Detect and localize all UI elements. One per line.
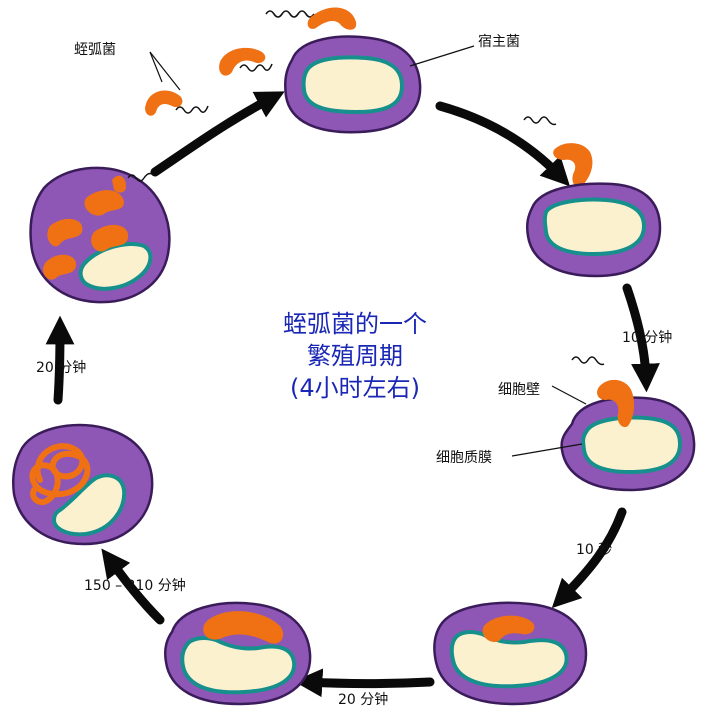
label-cell-wall: 细胞壁 xyxy=(498,382,540,398)
host-cell-top xyxy=(284,35,422,134)
bdellovibrio-cell xyxy=(145,90,183,116)
diagram-title: 蛭弧菌的一个 繁殖周期 (4小时左右) xyxy=(283,310,427,402)
septation-stage xyxy=(12,423,154,546)
time-labels: 10 分钟 10 秒 20 分钟 150 – 210 分钟 20 分钟 xyxy=(36,329,672,708)
flagellum xyxy=(239,63,273,72)
arrow-bottom-left xyxy=(101,548,165,625)
arrow-left xyxy=(45,315,75,405)
arrow-right-lower xyxy=(551,507,627,609)
attachment-stage xyxy=(523,116,662,278)
time-20-min-bottom: 20 分钟 xyxy=(338,691,388,708)
arrow-bottom xyxy=(293,668,435,698)
penetration-stage xyxy=(560,356,696,492)
title-line-2: 繁殖周期 xyxy=(307,342,403,370)
title-line-3: (4小时左右) xyxy=(290,374,420,402)
label-bdellovibrio: 蛭弧菌 xyxy=(74,42,116,58)
stage-free-bdellovibrio-top xyxy=(265,7,357,30)
lysed-host-cell xyxy=(29,166,171,304)
part-labels: 蛭弧菌 宿主菌 细胞壁 细胞质膜 xyxy=(74,33,540,466)
time-10-sec: 10 秒 xyxy=(576,542,612,558)
flagellum xyxy=(571,356,605,366)
arrow-top-right xyxy=(435,101,571,187)
arrow-top-left xyxy=(150,91,285,177)
time-150-210-min: 150 – 210 分钟 xyxy=(84,577,186,594)
label-host: 宿主菌 xyxy=(478,33,520,50)
bdellovibrio-cell xyxy=(482,615,535,643)
label-cell-membrane: 细胞质膜 xyxy=(436,450,492,466)
arrow-right-upper xyxy=(622,283,660,393)
flagellum xyxy=(175,105,209,114)
time-10-min: 10 分钟 xyxy=(622,329,672,346)
bdellovibrio-cell xyxy=(307,7,357,30)
bdelloplast-stage xyxy=(433,601,588,706)
bdellovibrio-coil xyxy=(29,443,91,506)
bdellovibrio-cell xyxy=(219,47,266,76)
bdellovibrio-cell xyxy=(553,143,593,187)
growth-stage xyxy=(164,601,312,706)
bdellovibrio-filament xyxy=(203,611,284,644)
leader-lines xyxy=(149,45,587,457)
free-bdellovibrio-group xyxy=(145,47,273,116)
time-20-min-left: 20 分钟 xyxy=(36,359,86,376)
bdellovibrio-cell xyxy=(597,379,635,428)
cycle-arrows xyxy=(45,91,660,698)
title-line-1: 蛭弧菌的一个 xyxy=(283,310,427,338)
flagellum xyxy=(523,116,557,126)
flagellum xyxy=(265,10,315,18)
